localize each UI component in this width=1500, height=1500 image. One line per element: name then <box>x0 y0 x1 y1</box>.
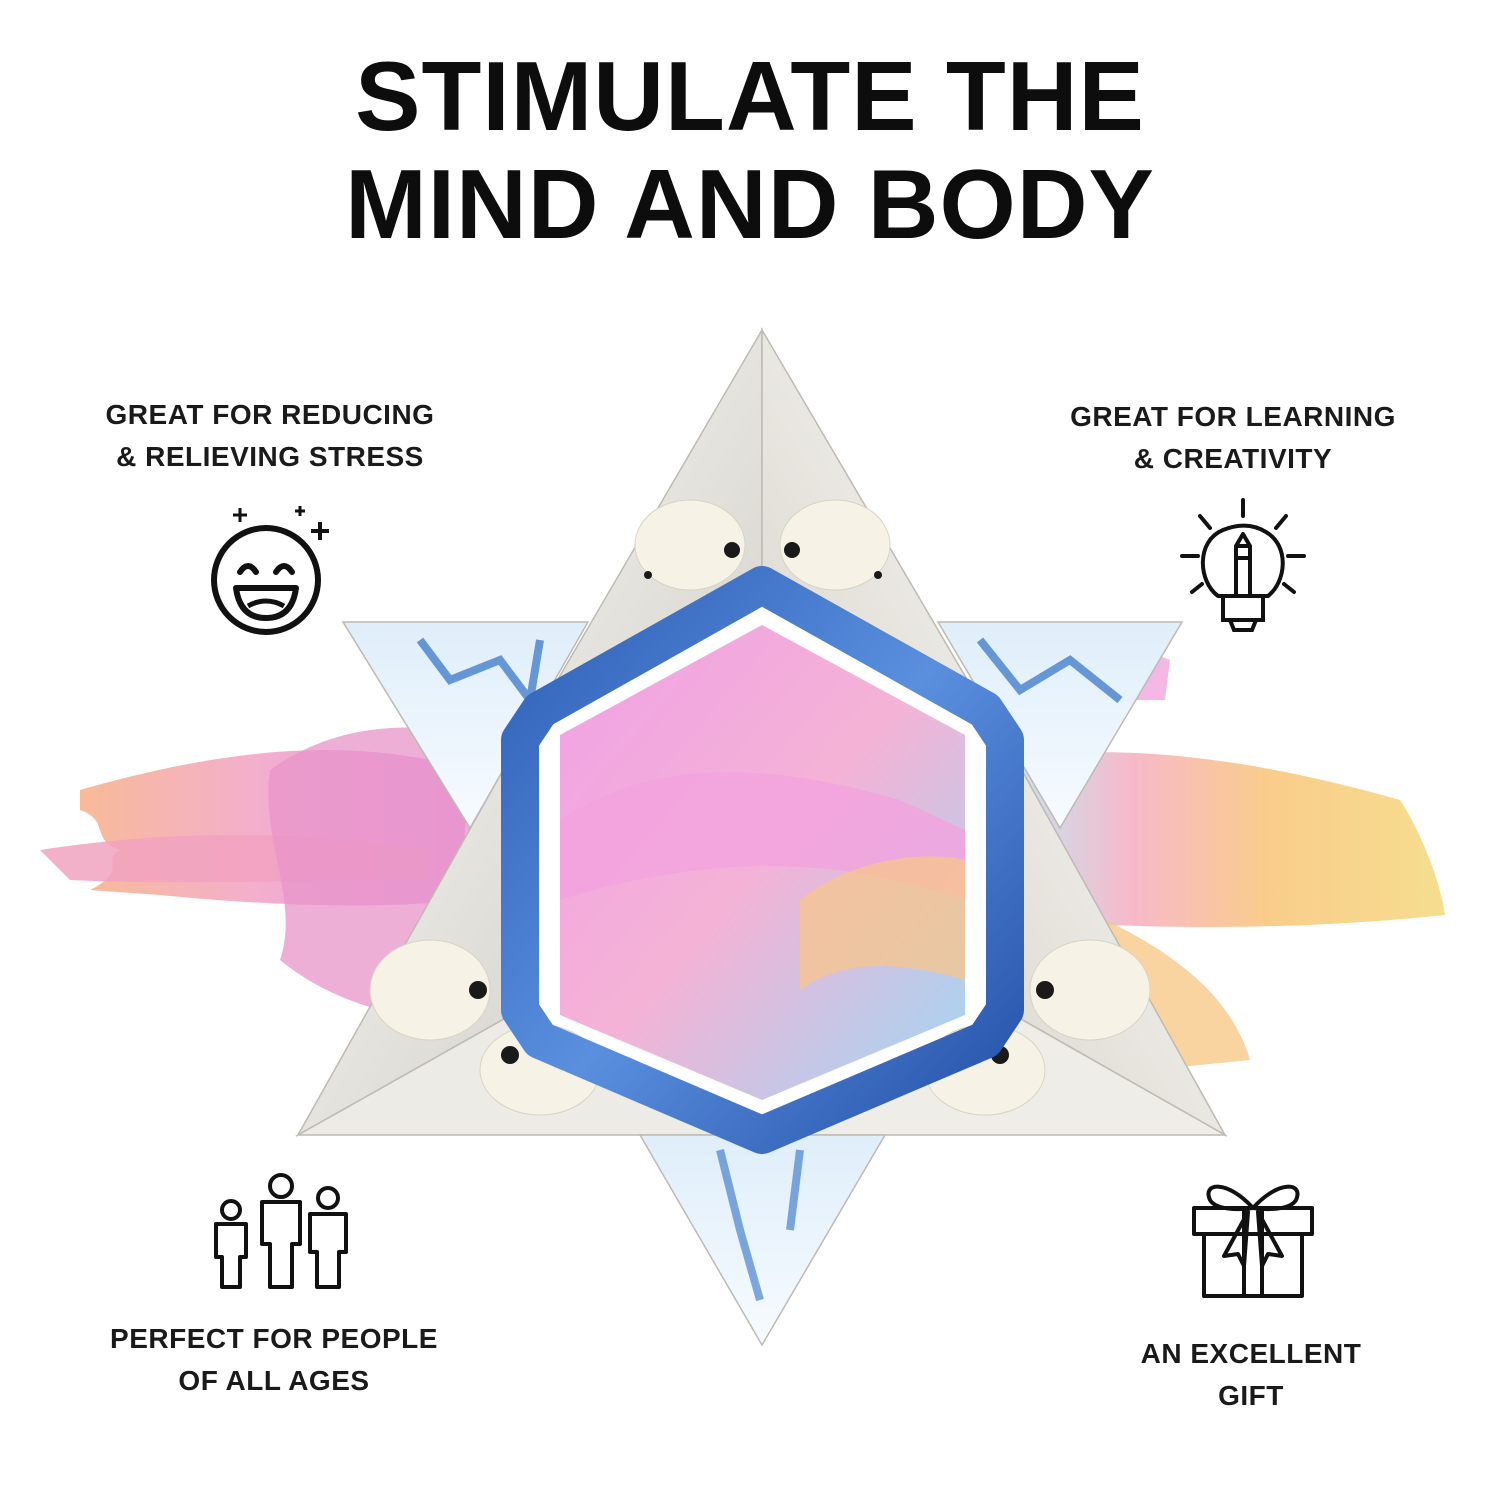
feature-gift-line-2: GIFT <box>1218 1380 1284 1411</box>
star-puzzle <box>295 327 1228 1347</box>
feature-stress-line-1: GREAT FOR REDUCING <box>105 399 435 430</box>
feature-learning-line-2: & CREATIVITY <box>1133 443 1333 474</box>
gift-box-icon <box>1192 1184 1314 1298</box>
feature-learning-line-1: GREAT FOR LEARNING <box>1070 401 1396 432</box>
family-icon <box>214 1173 348 1289</box>
feature-gift-label: AN EXCELLENT GIFT <box>1041 1333 1461 1417</box>
feature-ages-line-2: OF ALL AGES <box>178 1365 370 1396</box>
feature-stress-label: GREAT FOR REDUCING & RELIEVING STRESS <box>60 394 480 478</box>
feature-gift-line-1: AN EXCELLENT <box>1140 1338 1362 1369</box>
headline-line-2: MIND AND BODY <box>345 149 1155 259</box>
smiley-face-icon <box>211 506 329 635</box>
headline-line-1: STIMULATE THE <box>355 41 1145 151</box>
feature-ages-line-1: PERFECT FOR PEOPLE <box>110 1323 438 1354</box>
headline: STIMULATE THE MIND AND BODY <box>0 42 1500 258</box>
feature-stress-line-2: & RELIEVING STRESS <box>116 441 424 472</box>
feature-learning-label: GREAT FOR LEARNING & CREATIVITY <box>1023 396 1443 480</box>
lightbulb-pencil-icon <box>1180 498 1306 632</box>
feature-ages-label: PERFECT FOR PEOPLE OF ALL AGES <box>64 1318 484 1402</box>
